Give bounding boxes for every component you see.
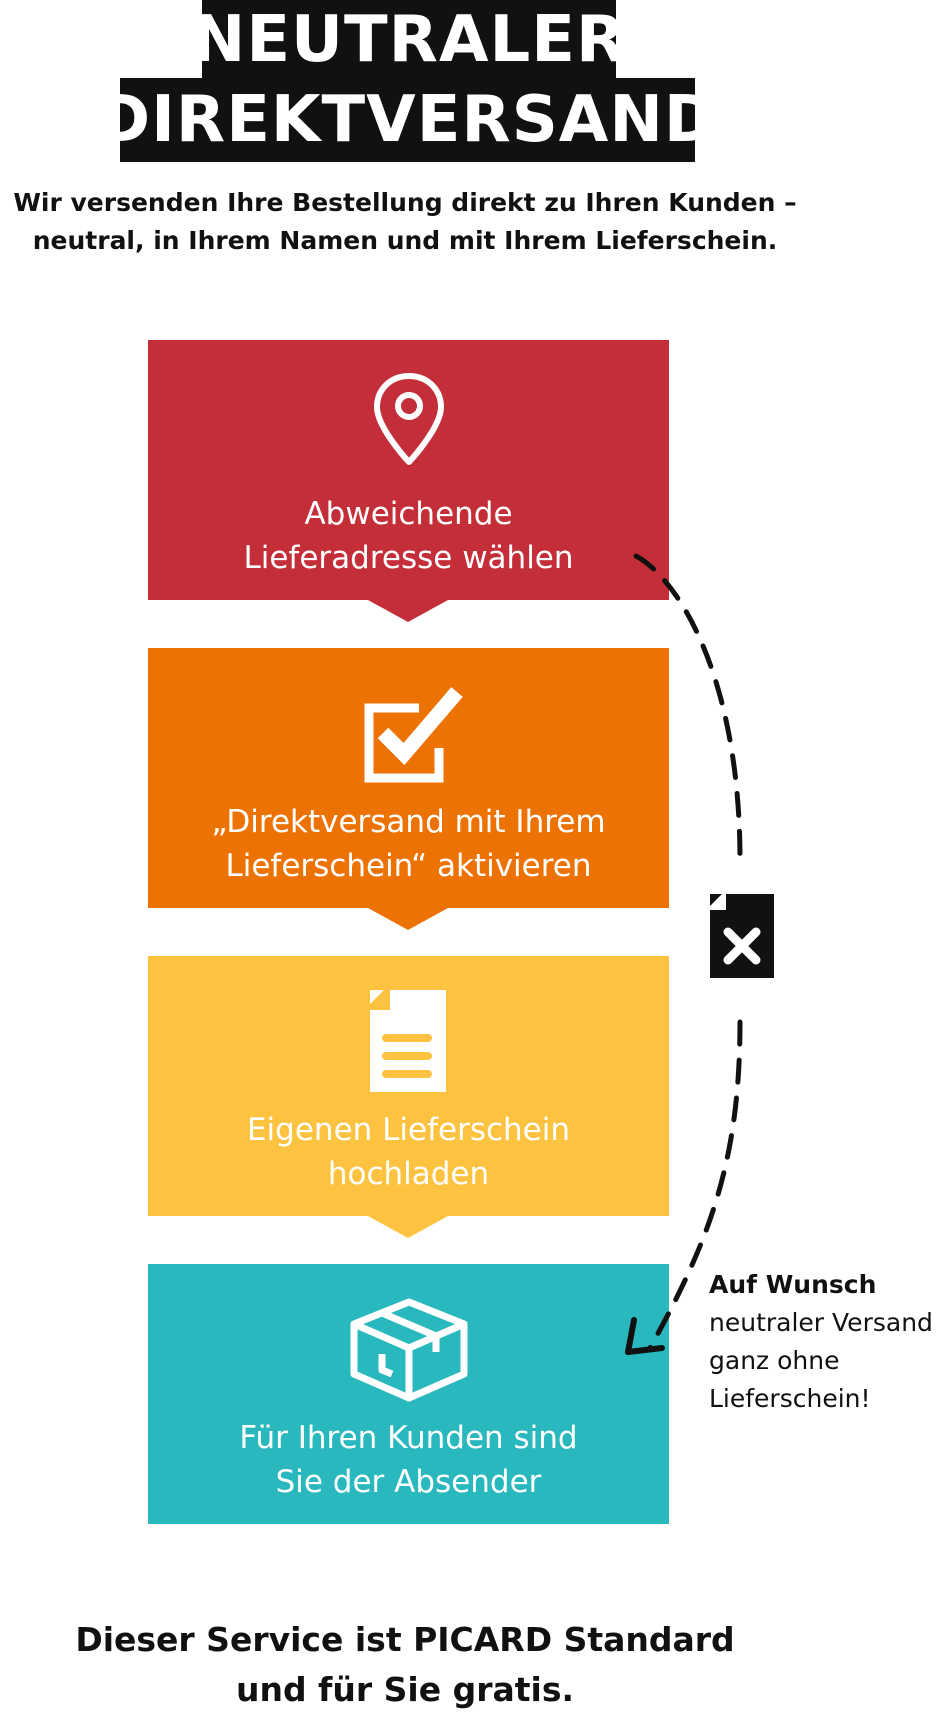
side-note: Auf Wunsch neutraler Versand ganz ohne L… [709,1266,939,1418]
dashed-bypass-arrow [625,553,743,1355]
side-note-line-2: ganz ohne [709,1346,840,1375]
step-3-arrow [368,1216,448,1238]
step-4-label: Für Ihren Kunden sind Sie der Absender [148,1416,669,1504]
step-4-label-line-1: Für Ihren Kunden sind [239,1420,578,1456]
step-4-label-line-2: Sie der Absender [275,1464,542,1500]
step-2-label-line-1: „Direktversand mit Ihrem [211,804,606,840]
side-note-line-1: neutraler Versand [709,1308,933,1337]
step-4-box: Für Ihren Kunden sind Sie der Absender [148,1264,669,1524]
step-1-box: Abweichende Lieferadresse wählen [148,340,669,622]
step-1-label-line-2: Lieferadresse wählen [243,540,574,576]
step-1-label: Abweichende Lieferadresse wählen [148,492,669,580]
footer-line-1: Dieser Service ist PICARD Standard [75,1620,735,1659]
step-1-arrow [368,600,448,622]
checkbox-icon [148,678,669,783]
side-note-heading: Auf Wunsch [709,1270,877,1299]
step-3-label-line-2: hochladen [327,1156,490,1192]
title-line-1: NEUTRALER [192,0,625,80]
step-2-arrow [368,908,448,930]
step-3-label: Eigenen Lieferschein hochladen [148,1108,669,1196]
step-2-label-line-2: Lieferschein“ aktivieren [225,848,592,884]
subtitle-line-2: neutral, in Ihrem Namen und mit Ihrem Li… [32,226,778,255]
package-box-icon [148,1294,669,1402]
step-1-label-line-1: Abweichende [304,496,513,532]
step-2-box: „Direktversand mit Ihrem Lieferschein“ a… [148,648,669,930]
title-line-2: DIREKTVERSAND [97,78,717,162]
document-icon [148,986,669,1092]
step-3-box: Eigenen Lieferschein hochladen [148,956,669,1238]
no-document-icon [710,894,774,978]
step-2-label: „Direktversand mit Ihrem Lieferschein“ a… [148,800,669,888]
location-pin-icon [148,370,669,470]
subtitle-line-1: Wir versenden Ihre Bestellung direkt zu … [13,188,797,217]
subtitle: Wir versenden Ihre Bestellung direkt zu … [0,184,810,260]
step-3-label-line-1: Eigenen Lieferschein [246,1112,571,1148]
footer: Dieser Service ist PICARD Standard und f… [0,1615,810,1715]
footer-line-2: und für Sie gratis. [235,1670,575,1709]
side-note-line-3: Lieferschein! [709,1384,871,1413]
